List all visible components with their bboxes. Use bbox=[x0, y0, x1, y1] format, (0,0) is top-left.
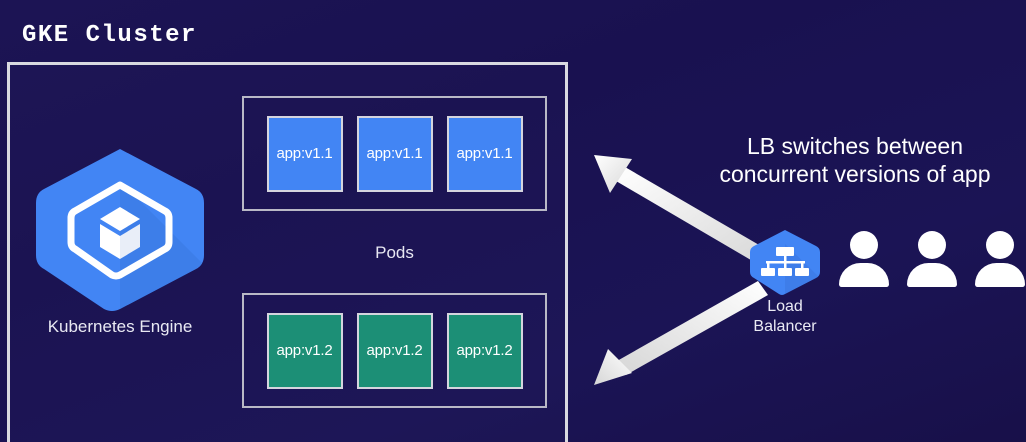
pod-v1-1[interactable]: app:v1.1 bbox=[266, 115, 343, 192]
kubernetes-engine-label: Kubernetes Engine bbox=[47, 317, 193, 336]
user-body-icon bbox=[839, 263, 889, 287]
pod-row: app:v1.2 app:v1.2 app:v1.2 bbox=[244, 295, 545, 406]
load-balancer-label-line-1: Load bbox=[767, 298, 803, 315]
kubernetes-engine-node[interactable]: Kubernetes Engine bbox=[24, 145, 216, 337]
load-balancer-node[interactable]: Load Balancer bbox=[739, 228, 831, 337]
user-icon bbox=[838, 231, 890, 287]
page-title: GKE Cluster bbox=[22, 22, 197, 49]
gke-cluster-boundary: app:v1.1 app:v1.1 app:v1.1 Pods app:v1.2… bbox=[7, 62, 568, 442]
user-head-icon bbox=[850, 231, 878, 259]
lb-caption-line-1: LB switches between bbox=[746, 133, 964, 159]
pod-row: app:v1.1 app:v1.1 app:v1.1 bbox=[244, 98, 545, 209]
pods-label: Pods bbox=[375, 243, 414, 262]
load-balancer-label-line-2: Balancer bbox=[753, 318, 817, 335]
users-group bbox=[838, 231, 1026, 287]
pod-v1-2[interactable]: app:v1.2 bbox=[266, 312, 343, 389]
lb-caption: LB switches between concurrent versions … bbox=[690, 132, 1020, 188]
user-icon bbox=[906, 231, 958, 287]
pod-group-v1-2: app:v1.2 app:v1.2 app:v1.2 bbox=[242, 293, 547, 408]
user-head-icon bbox=[918, 231, 946, 259]
kubernetes-engine-hexagon-icon bbox=[28, 145, 212, 313]
user-body-icon bbox=[975, 263, 1025, 287]
user-body-icon bbox=[907, 263, 957, 287]
pod-v1-2[interactable]: app:v1.2 bbox=[356, 312, 433, 389]
user-icon bbox=[974, 231, 1026, 287]
load-balancer-label: Load Balancer bbox=[739, 297, 831, 337]
lb-caption-line-2: concurrent versions of app bbox=[719, 161, 991, 187]
pod-group-v1-1: app:v1.1 app:v1.1 app:v1.1 bbox=[242, 96, 547, 211]
user-head-icon bbox=[986, 231, 1014, 259]
pod-v1-1[interactable]: app:v1.1 bbox=[446, 115, 523, 192]
pod-v1-2[interactable]: app:v1.2 bbox=[446, 312, 523, 389]
load-balancer-hexagon-icon bbox=[748, 228, 822, 296]
pod-v1-1[interactable]: app:v1.1 bbox=[356, 115, 433, 192]
